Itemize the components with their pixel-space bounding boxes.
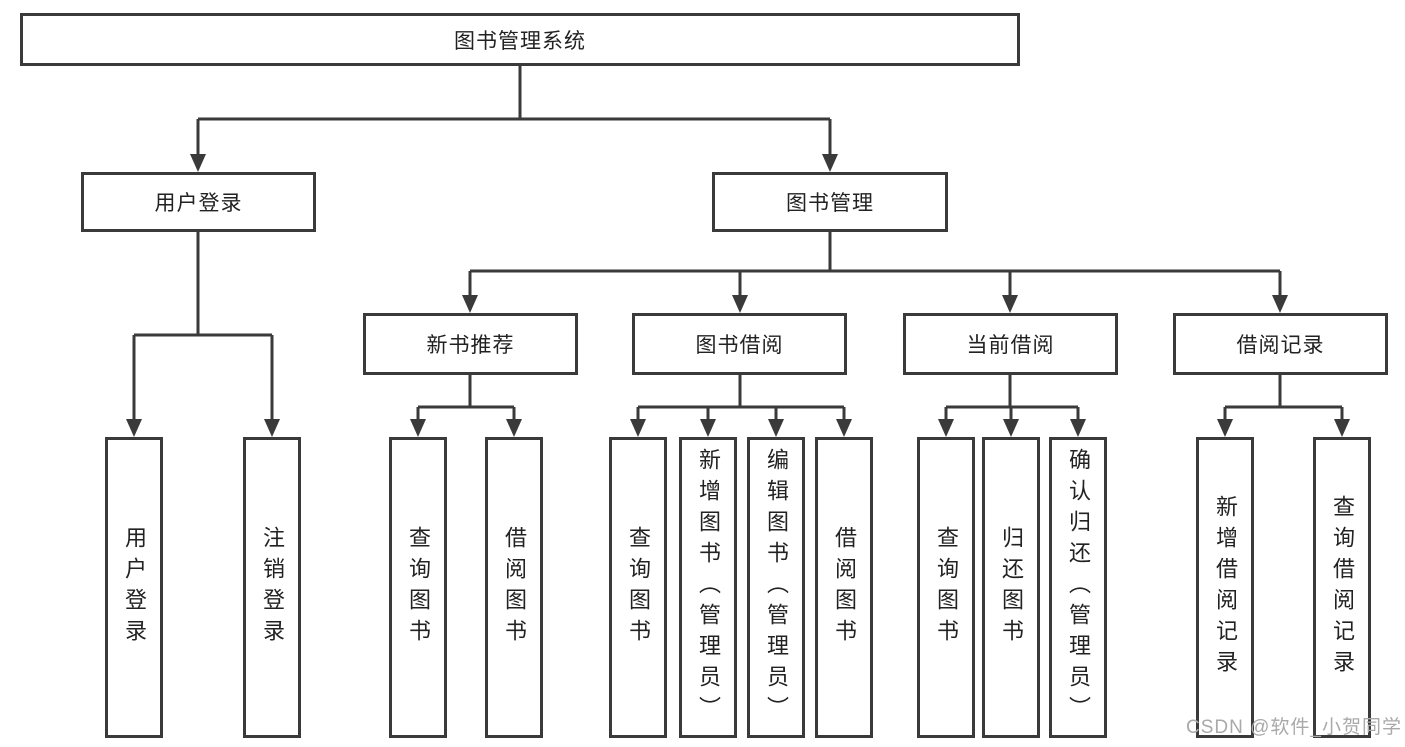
connector-bookmgmt-to-level3 [468, 231, 1282, 298]
node-book-management-label: 图书管理 [786, 192, 874, 215]
node-new-book-recommend-label: 新书推荐 [426, 334, 515, 357]
node-book-borrow: 图书借阅 [632, 313, 847, 375]
leaf-logout: 注销登录 [243, 437, 301, 738]
leaf-query-books-2: 查询图书 [609, 437, 667, 738]
csdn-watermark: CSDN @软件_小贺同学 [1186, 717, 1402, 738]
node-user-login-label: 用户登录 [154, 192, 243, 215]
leaf-confirm-return-admin: 确认归还（管理员） [1049, 437, 1107, 738]
leaf-user-login-label: 用户登录 [122, 525, 147, 650]
leaf-add-borrow-record: 新增借阅记录 [1196, 437, 1254, 738]
leaf-return-books-label: 归还图书 [999, 525, 1024, 650]
leaf-query-books-1-label: 查询图书 [406, 525, 431, 650]
leaf-add-books-admin: 新增图书（管理员） [679, 437, 737, 738]
node-user-login: 用户登录 [81, 172, 316, 232]
leaf-borrow-books-1-label: 借阅图书 [502, 525, 527, 650]
node-borrow-records: 借阅记录 [1173, 313, 1388, 375]
leaf-query-borrow-record-label: 查询借阅记录 [1330, 494, 1355, 681]
node-current-borrow-label: 当前借阅 [966, 334, 1055, 357]
leaf-edit-books-admin: 编辑图书（管理员） [747, 437, 805, 738]
connector-root-to-level2 [196, 66, 832, 156]
leaf-query-borrow-record: 查询借阅记录 [1313, 437, 1371, 738]
node-borrow-records-label: 借阅记录 [1236, 334, 1325, 357]
leaf-add-borrow-record-label: 新增借阅记录 [1213, 494, 1238, 681]
leaf-logout-label: 注销登录 [260, 525, 285, 650]
leaf-add-books-admin-label: 新增图书（管理员） [696, 448, 721, 727]
node-book-borrow-label: 图书借阅 [695, 334, 784, 357]
leaf-confirm-return-admin-label: 确认归还（管理员） [1066, 448, 1091, 727]
node-book-management: 图书管理 [712, 172, 948, 232]
leaf-borrow-books-2: 借阅图书 [815, 437, 873, 738]
leaf-return-books: 归还图书 [982, 437, 1040, 738]
leaf-user-login: 用户登录 [105, 437, 163, 738]
leaf-query-books-3-label: 查询图书 [934, 525, 959, 650]
leaf-query-books-3: 查询图书 [917, 437, 975, 738]
connector-bookborrow-to-leaves [636, 374, 846, 421]
leaf-borrow-books-2-label: 借阅图书 [832, 525, 857, 650]
connector-userlogin-to-leaves [132, 231, 274, 421]
connector-newbook-to-leaves [416, 374, 516, 421]
leaf-query-books-2-label: 查询图书 [626, 525, 651, 650]
leaf-edit-books-admin-label: 编辑图书（管理员） [764, 448, 789, 727]
node-new-book-recommend: 新书推荐 [363, 313, 578, 375]
connector-currentborrow-to-leaves [944, 374, 1080, 421]
leaf-borrow-books-1: 借阅图书 [485, 437, 543, 738]
connector-records-to-leaves [1223, 374, 1344, 421]
leaf-query-books-1: 查询图书 [389, 437, 447, 738]
node-root-system: 图书管理系统 [20, 13, 1020, 66]
node-current-borrow: 当前借阅 [903, 313, 1118, 375]
node-root-system-label: 图书管理系统 [454, 29, 586, 53]
